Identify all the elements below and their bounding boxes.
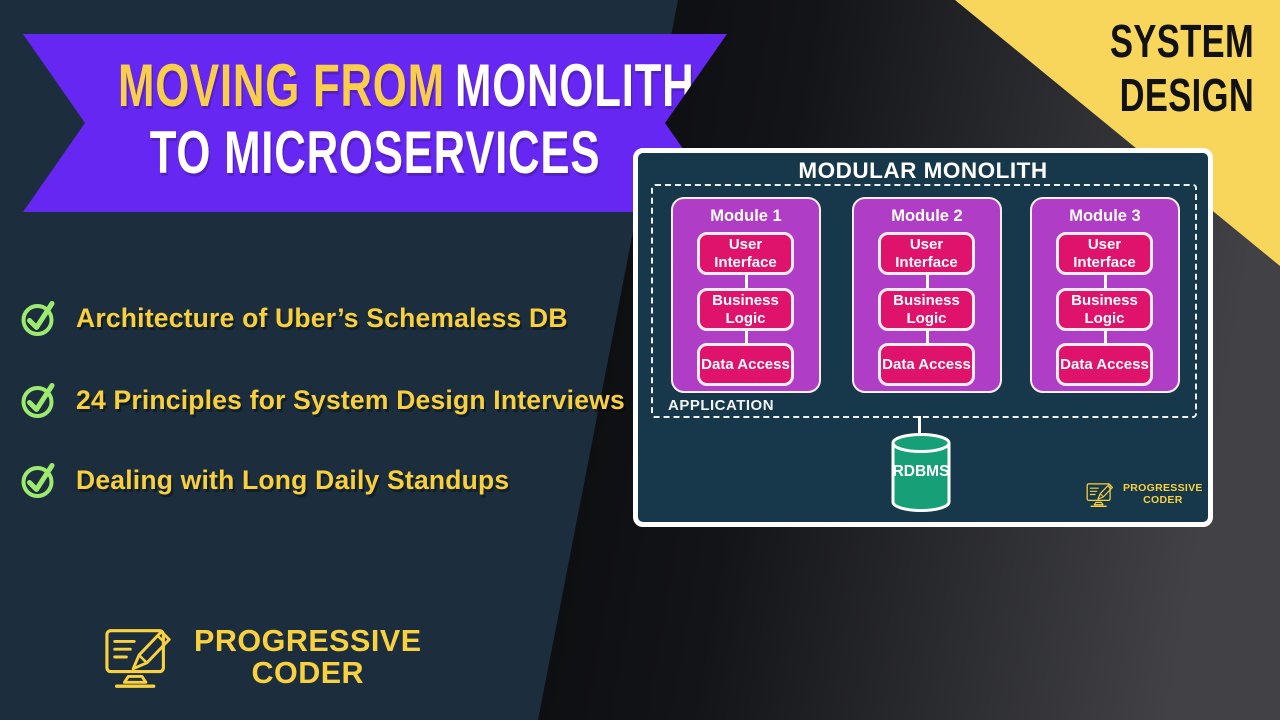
- modular-monolith-diagram: MODULAR MONOLITH APPLICATION Module 1 Us…: [633, 148, 1213, 527]
- layer-user-interface: User Interface: [1056, 232, 1153, 275]
- checklist-item-label: Architecture of Uber’s Schemaless DB: [76, 302, 568, 333]
- connector-line: [925, 275, 929, 288]
- layer-user-interface: User Interface: [697, 232, 794, 275]
- connector-line: [744, 275, 748, 288]
- database-connector-line: [918, 416, 921, 436]
- database-label: RDBMS: [892, 463, 950, 480]
- check-circle-icon: [20, 380, 60, 420]
- title-highlight-text: MOVING FROM: [118, 52, 445, 119]
- module-name: Module 3: [1069, 207, 1141, 225]
- checklist-item-3: Dealing with Long Daily Standups: [20, 456, 509, 504]
- brand-line1: PROGRESSIVE: [194, 623, 422, 658]
- connector-line: [1103, 275, 1107, 288]
- brand-line2: CODER: [251, 656, 365, 690]
- brand-logo-text: PROGRESSIVE CODER: [194, 623, 422, 690]
- title-rest-text: MONOLITH: [455, 52, 695, 119]
- connector-line: [744, 331, 748, 343]
- checklist-item-1: Architecture of Uber’s Schemaless DB: [20, 294, 568, 342]
- corner-tag-line2: DESIGN: [1119, 69, 1254, 121]
- layer-data-access: Data Access: [878, 343, 975, 386]
- check-circle-icon: [20, 298, 60, 338]
- watermark-line1: PROGRESSIVE: [1123, 481, 1203, 494]
- layer-data-access: Data Access: [697, 343, 794, 386]
- layer-business-logic: Business Logic: [1056, 288, 1153, 331]
- corner-tag: SYSTEM DESIGN: [1062, 14, 1254, 122]
- layer-data-access: Data Access: [1056, 343, 1153, 386]
- checklist-item-label: 24 Principles for System Design Intervie…: [76, 384, 625, 415]
- connector-line: [925, 331, 929, 343]
- layer-business-logic: Business Logic: [697, 288, 794, 331]
- checklist-item-label: Dealing with Long Daily Standups: [76, 464, 510, 495]
- diagram-watermark-logo: PROGRESSIVE CODER: [1086, 481, 1203, 508]
- layer-user-interface: User Interface: [878, 232, 975, 275]
- layer-business-logic: Business Logic: [878, 288, 975, 331]
- module-2-box: Module 2 User Interface Business Logic D…: [852, 197, 1002, 393]
- module-name: Module 1: [710, 207, 782, 225]
- monitor-pencil-icon: [1086, 481, 1116, 508]
- module-3-box: Module 3 User Interface Business Logic D…: [1030, 197, 1180, 393]
- application-boundary-box: [651, 184, 1197, 418]
- rdbms-database-cylinder: RDBMS: [890, 433, 952, 515]
- watermark-text: PROGRESSIVE CODER: [1123, 481, 1203, 507]
- application-label: APPLICATION: [668, 397, 775, 414]
- title-line-2: TO MICROSERVICES: [149, 119, 601, 186]
- checklist-item-2: 24 Principles for System Design Intervie…: [20, 376, 625, 424]
- brand-logo: PROGRESSIVE CODER: [104, 624, 422, 690]
- watermark-line2: CODER: [1143, 493, 1183, 506]
- monitor-pencil-icon: [104, 624, 178, 690]
- diagram-title: MODULAR MONOLITH: [798, 158, 1048, 183]
- check-circle-icon: [20, 460, 60, 500]
- connector-line: [1103, 331, 1107, 343]
- module-name: Module 2: [891, 207, 963, 225]
- database-cylinder-icon: [891, 433, 951, 512]
- corner-tag-line1: SYSTEM: [1109, 15, 1254, 67]
- module-1-box: Module 1 User Interface Business Logic D…: [671, 197, 821, 393]
